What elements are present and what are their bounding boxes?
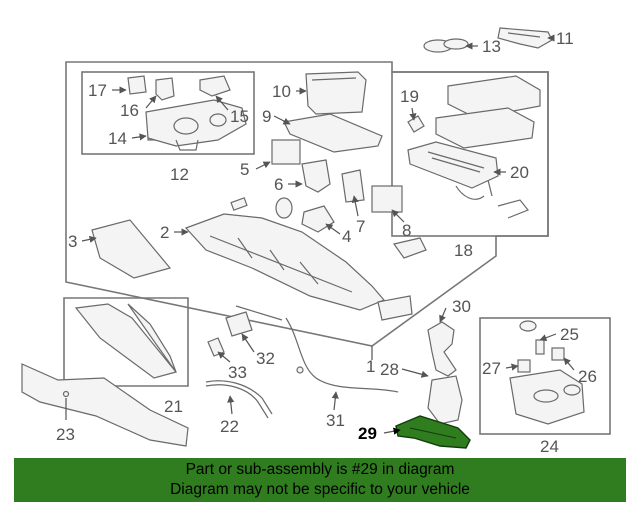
callout-16: 16: [120, 101, 139, 120]
callout-12: 12: [170, 165, 189, 184]
part-20-latch: [407, 141, 499, 189]
callout-20: 20: [510, 163, 529, 182]
part-8-connector: [371, 185, 403, 213]
callout-14: 14: [108, 129, 127, 148]
part-24-cupholder: [509, 369, 585, 425]
callout-23: 23: [56, 425, 75, 444]
callout-10: 10: [272, 82, 291, 101]
parts-diagram: 11 13 17 16 15 14 12 10 9 5 6 7 8 4 2 3 …: [21, 27, 611, 456]
callout-1: 1: [366, 357, 375, 376]
callout-15: 15: [230, 107, 249, 126]
callout-29: 29: [358, 424, 377, 443]
callout-28: 28: [380, 360, 399, 379]
sub-box-12: [81, 71, 255, 155]
callout-31: 31: [326, 411, 345, 430]
callout-17: 17: [88, 81, 107, 100]
callout-18: 18: [454, 241, 473, 260]
leader-lines: [65, 34, 575, 435]
callout-30: 30: [452, 297, 471, 316]
callout-33: 33: [228, 363, 247, 382]
callout-32: 32: [256, 349, 275, 368]
callout-7: 7: [356, 217, 365, 236]
part-30-shift-knob: [427, 321, 457, 377]
part-19-clip: [407, 115, 425, 133]
part-3-panel: [91, 219, 172, 279]
info-banner: Part or sub-assembly is #29 in diagram D…: [14, 458, 626, 502]
part-18-hinge: [455, 179, 529, 219]
part-31-cable: [235, 305, 399, 393]
callout-9: 9: [262, 107, 271, 126]
part-32-bracket: [225, 311, 253, 337]
part-27-cap: [517, 359, 531, 373]
callout-27: 27: [482, 359, 501, 378]
callout-5: 5: [240, 160, 249, 179]
part-small-insert: [535, 339, 545, 355]
part-22-rod: [205, 380, 273, 419]
part-7-clip: [341, 169, 365, 203]
part-4-bracket: [301, 205, 335, 233]
box-21: [63, 297, 189, 387]
banner-line-2: Diagram may not be specific to your vehi…: [170, 481, 470, 498]
part-21-trim: [74, 303, 178, 379]
part-armrest-lid: [435, 75, 541, 149]
part-13-rings: [423, 38, 469, 53]
callout-11: 11: [556, 29, 574, 48]
part-17-knob: [127, 75, 147, 95]
callout-3: 3: [68, 232, 77, 251]
part-25-cap: [519, 320, 537, 332]
callout-21: 21: [164, 397, 183, 416]
callout-2: 2: [160, 223, 169, 242]
callout-4: 4: [342, 227, 351, 246]
callout-labels: 11 13 17 16 15 14 12 10 9 5 6 7 8 4 2 3 …: [56, 29, 597, 456]
callout-22: 22: [220, 417, 239, 436]
part-6-bracket: [301, 159, 331, 193]
callout-26: 26: [578, 367, 597, 386]
part-2-console-base: [184, 213, 413, 321]
part-33-clip: [207, 337, 225, 357]
callout-24: 24: [540, 437, 559, 456]
callout-25: 25: [560, 325, 579, 344]
part-29-shifter-base-highlighted: [395, 415, 471, 449]
callout-19: 19: [400, 87, 419, 106]
part-28-shifter: [427, 375, 463, 425]
part-9-mat: [283, 113, 383, 153]
part-23-panel: [21, 363, 189, 447]
part-15-switch: [199, 75, 231, 97]
sub-box-18: [391, 71, 549, 237]
part-16-knob: [155, 77, 175, 101]
callout-13: 13: [482, 37, 501, 56]
callout-6: 6: [274, 175, 283, 194]
part-26-cap: [551, 347, 565, 361]
banner-line-1: Part or sub-assembly is #29 in diagram: [185, 461, 455, 478]
part-5-module: [271, 139, 301, 165]
box-24: [479, 317, 611, 435]
part-misc-small: [230, 197, 427, 259]
part-10-storage-bin: [305, 71, 367, 115]
callout-8: 8: [402, 221, 411, 240]
part-11-bracket: [497, 27, 553, 49]
